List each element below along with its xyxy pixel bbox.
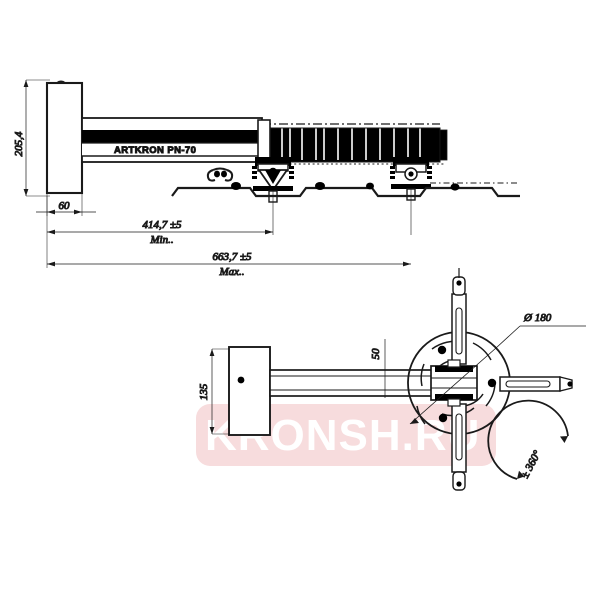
boom-arm-plan	[269, 369, 436, 397]
cross-rail-top	[451, 268, 467, 365]
product-label: ARTKRON PN-70	[114, 145, 196, 156]
dimension-min-note: Min..	[149, 234, 173, 246]
wall-plate-elevation	[45, 80, 84, 195]
dimension-max-value: 663,7 ±5	[212, 251, 252, 263]
telescoping-section-elevation	[262, 123, 448, 165]
clamp-assembly-right	[390, 157, 432, 235]
leader-diameter-180: Ø 180	[409, 312, 586, 425]
boom-arm-elevation: ARTKRON PN-70	[81, 117, 263, 163]
dimension-50-label: 50	[370, 348, 382, 360]
side-elevation-view: 205,4 ARTKRON PN-70	[13, 79, 520, 279]
hanger-hook-detail	[206, 167, 234, 182]
dimension-extension-min: 414,7 ±5 Min..	[46, 196, 273, 247]
dimension-diameter-180-label: Ø 180	[523, 312, 552, 324]
plan-view: 135 50	[198, 268, 586, 491]
dimension-min-value: 414,7 ±5	[142, 219, 182, 231]
central-hub	[430, 359, 478, 407]
dimension-135: 135	[198, 348, 232, 435]
dimension-max-note: Max..	[218, 266, 244, 278]
disc-bolt-points	[437, 345, 497, 423]
dimension-205-4-label: 205,4	[13, 131, 25, 156]
cross-rail-bottom	[451, 403, 467, 491]
wall-plate-plan	[228, 346, 271, 436]
dimension-60: 60	[36, 193, 96, 216]
dimension-extension-max: 663,7 ±5 Max..	[46, 236, 411, 279]
cross-rail-right	[499, 376, 573, 392]
watermark-plate	[196, 404, 496, 466]
roof-fixings	[231, 182, 460, 191]
dimension-60-label: 60	[59, 200, 71, 212]
dimension-205-4: 205,4	[13, 79, 50, 197]
dimension-135-label: 135	[198, 383, 210, 400]
dimension-50: 50	[370, 339, 386, 398]
